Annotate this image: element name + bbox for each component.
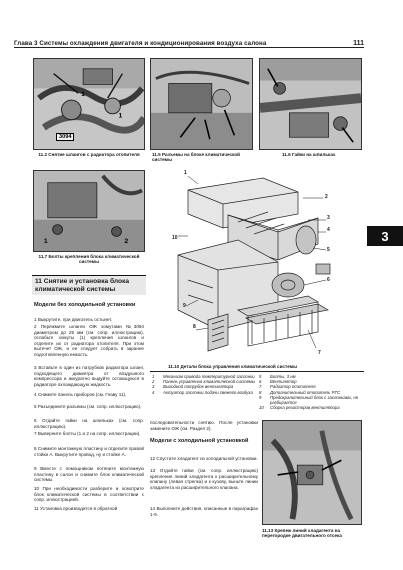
tool-number-badge: 3094 <box>56 133 75 141</box>
caption-fig-11-6: 11.6 Гайки на шпильках <box>282 152 336 157</box>
paragraph-9: 9 Вместе с помощником потяните монтажную… <box>34 466 144 483</box>
exploded-view-climate-unit <box>168 170 343 361</box>
callout-2: 2 <box>325 194 328 200</box>
paragraph-8: 8 Снимите монтажную пластину и отделите … <box>34 446 144 457</box>
callout-10: 10 <box>172 235 178 241</box>
callout-9: 9 <box>183 303 186 309</box>
paragraph-14: 14 Выполните действия, описанные в параг… <box>150 506 258 517</box>
chapter-tab: 3 <box>367 226 403 246</box>
photo-refrigerant-lines <box>263 421 361 524</box>
photo-engine-hoses: 1 1 <box>34 59 144 149</box>
chapter-title: Глава 3 Системы охлаждения двигателя и к… <box>14 40 267 47</box>
svg-text:1: 1 <box>81 91 85 98</box>
paragraph-2: 2 Пережмите шланги ОЖ хомутами №3094 диа… <box>34 324 144 357</box>
subheading-models-with: Модели с холодильной установкой <box>150 438 249 444</box>
photo-fig-11-5 <box>150 58 253 150</box>
svg-text:2: 2 <box>124 238 128 245</box>
caption-fig-11-2: 11.2 Снятие шлангов с радиатора отопител… <box>38 152 140 157</box>
paragraph-continuation: последовательности снятию. После установ… <box>150 420 258 431</box>
photo-fig-11-7: 1 2 <box>33 170 145 252</box>
callout-3: 3 <box>327 215 330 221</box>
callout-4: 4 <box>327 227 330 233</box>
caption-fig-11-13: 11.13 Крепеж линий хладагента на перегор… <box>262 528 342 539</box>
callout-7: 7 <box>318 350 321 356</box>
photo-fig-11-6 <box>259 58 362 150</box>
caption-fig-11-5: 11.5 Разъемы на блоке климатической сист… <box>152 152 240 163</box>
paragraph-5: 5 Разъедините разъемы (см. сопр. иллюстр… <box>34 404 142 409</box>
paragraph-6: 6 Отдайте гайки на шпильках (см. сопр. и… <box>34 418 144 429</box>
paragraph-3: 3 Вставьте в один из патрубков радиатора… <box>34 365 144 387</box>
paragraph-11: 11 Установка производится в обратной <box>34 506 118 511</box>
paragraph-13: 13 Отдайте гайки (см. сопр. иллюстрацию)… <box>150 468 258 490</box>
paragraph-10: 10 При необходимости разберите и осмотри… <box>34 486 144 503</box>
photo-nuts-studs <box>260 59 361 149</box>
photo-connectors <box>151 59 252 149</box>
callout-6: 6 <box>327 277 330 283</box>
section-heading: 11 Снятие и установка блока климатическо… <box>32 275 146 295</box>
paragraph-1: 1 Выкрутите, при двигатель остынет. <box>34 317 113 322</box>
paragraph-12: 12 Спустите хладагент из холодильной уст… <box>150 456 258 461</box>
figure-11-10-frame <box>150 168 364 372</box>
page-header: Глава 3 Системы охлаждения двигателя и к… <box>14 36 364 48</box>
subheading-models-without: Модели без холодильной установки <box>34 302 136 308</box>
callout-5: 5 <box>327 247 330 253</box>
photo-mounting-bolts: 1 2 <box>34 171 144 251</box>
photo-fig-11-13 <box>262 420 362 525</box>
callout-8: 8 <box>193 324 196 330</box>
callout-1: 1 <box>184 170 187 176</box>
caption-fig-11-7: 11.7 Болты крепления блока климатической… <box>38 254 140 265</box>
svg-text:1: 1 <box>118 113 122 120</box>
page-number: 111 <box>353 40 364 47</box>
caption-fig-11-10: 11.10 Детали блока управления климатичес… <box>168 364 298 369</box>
photo-fig-11-2: 1 1 3094 <box>33 58 145 150</box>
paragraph-4: 4 Снимите панель приборов (см. Главу 11)… <box>34 392 127 397</box>
svg-text:1: 1 <box>44 238 48 245</box>
paragraph-7: 7 Выверните болты (1 и 2 на сопр. иллюст… <box>34 431 141 436</box>
